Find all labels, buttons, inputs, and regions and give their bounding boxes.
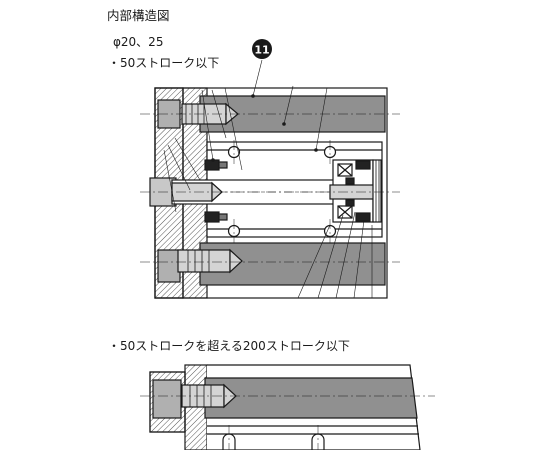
locating-hole	[311, 433, 325, 450]
cylinder-cross-section-upper	[140, 59, 400, 299]
callout-number: 11	[254, 44, 269, 57]
bore-size-label: φ20、25	[113, 35, 164, 49]
section-label-short-stroke: ・50ストローク以下	[108, 56, 220, 70]
lower-bolt-tip	[229, 248, 243, 274]
rod-seal-upper	[204, 159, 220, 171]
guide-rod	[204, 377, 418, 419]
rod-seal-lower	[204, 211, 220, 223]
lower-mount-boss	[157, 249, 181, 283]
section-label-long-stroke: ・50ストロークを超える200ストローク以下	[108, 339, 350, 353]
locating-hole	[222, 433, 236, 450]
lower-bolt	[177, 249, 231, 273]
callout-badge: 11	[252, 39, 272, 59]
diagram-title: 内部構造図	[107, 8, 170, 23]
piston-seal-upper	[355, 160, 371, 170]
mount-boss	[152, 379, 182, 419]
callout-circle	[252, 39, 272, 59]
cylinder-cross-section-lower	[140, 364, 435, 450]
piston-seal-lower	[355, 212, 371, 222]
